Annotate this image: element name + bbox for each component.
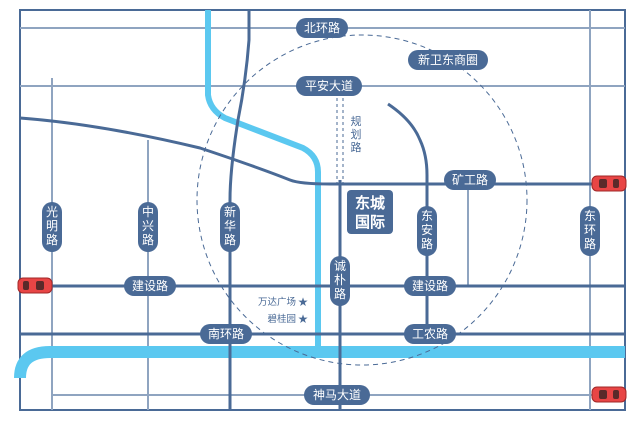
svg-text:北环路: 北环路 — [304, 20, 340, 35]
star-icon: ★ — [298, 312, 309, 326]
svg-text:矿工路: 矿工路 — [452, 172, 488, 187]
car-icon — [17, 277, 53, 294]
svg-text:南环路: 南环路 — [208, 326, 244, 341]
svg-text:碧桂园: 碧桂园 — [267, 313, 296, 325]
road-label-jianshe-east: 建设路 — [404, 276, 456, 296]
road-label-dongan: 东安路 — [417, 206, 437, 256]
radius-circle — [196, 34, 528, 366]
svg-text:新卫东商圈: 新卫东商圈 — [418, 52, 478, 67]
svg-text:建设路: 建设路 — [132, 278, 168, 293]
svg-text:光明路: 光明路 — [46, 205, 58, 247]
road-label-shenma: 神马大道 — [304, 385, 370, 405]
svg-text:新华路: 新华路 — [224, 204, 236, 247]
road-label-east-ring: 东环路 — [580, 206, 600, 256]
car-icon — [591, 175, 627, 192]
center-project-label: 东城 国际 — [347, 190, 393, 234]
svg-text:神马大道: 神马大道 — [313, 388, 361, 402]
star-icon: ★ — [298, 295, 309, 309]
road-label-gongnong: 工农路 — [404, 324, 456, 344]
road-label-south-ring: 南环路 — [200, 324, 252, 344]
poi-wanda: 万达广场 ★ — [258, 295, 308, 309]
road-label-chengpu: 诚朴路 — [330, 256, 350, 306]
road-label-guangming: 光明路 — [42, 202, 62, 252]
svg-text:平安大道: 平安大道 — [305, 78, 353, 93]
road-label-zhongxing: 中兴路 — [138, 202, 158, 252]
road-label-planned: 规划路 — [347, 112, 365, 158]
svg-text:东安路: 东安路 — [421, 209, 433, 251]
svg-text:万达广场: 万达广场 — [258, 296, 296, 308]
car-icon — [591, 386, 627, 403]
svg-text:国际: 国际 — [355, 213, 385, 231]
area-label-xinwei: 新卫东商圈 — [408, 50, 488, 70]
svg-text:中兴路: 中兴路 — [142, 204, 154, 247]
svg-text:建设路: 建设路 — [412, 278, 448, 293]
road-label-north-ring: 北环路 — [296, 18, 348, 38]
road-label-pingan: 平安大道 — [296, 76, 362, 96]
svg-text:东环路: 东环路 — [584, 209, 596, 251]
map-frame — [19, 9, 626, 411]
poi-biguiyuan: 碧桂园 ★ — [267, 312, 308, 326]
road-label-jianshe-west: 建设路 — [124, 276, 176, 296]
svg-text:工农路: 工农路 — [412, 326, 448, 341]
planned-road-lines — [336, 86, 344, 184]
road-label-kuanggong: 矿工路 — [444, 170, 496, 190]
svg-text:诚朴路: 诚朴路 — [334, 259, 346, 301]
road-label-xinhua: 新华路 — [220, 202, 240, 252]
svg-text:东城: 东城 — [355, 194, 385, 212]
svg-text:规划路: 规划路 — [351, 114, 362, 154]
rivers — [14, 10, 625, 379]
